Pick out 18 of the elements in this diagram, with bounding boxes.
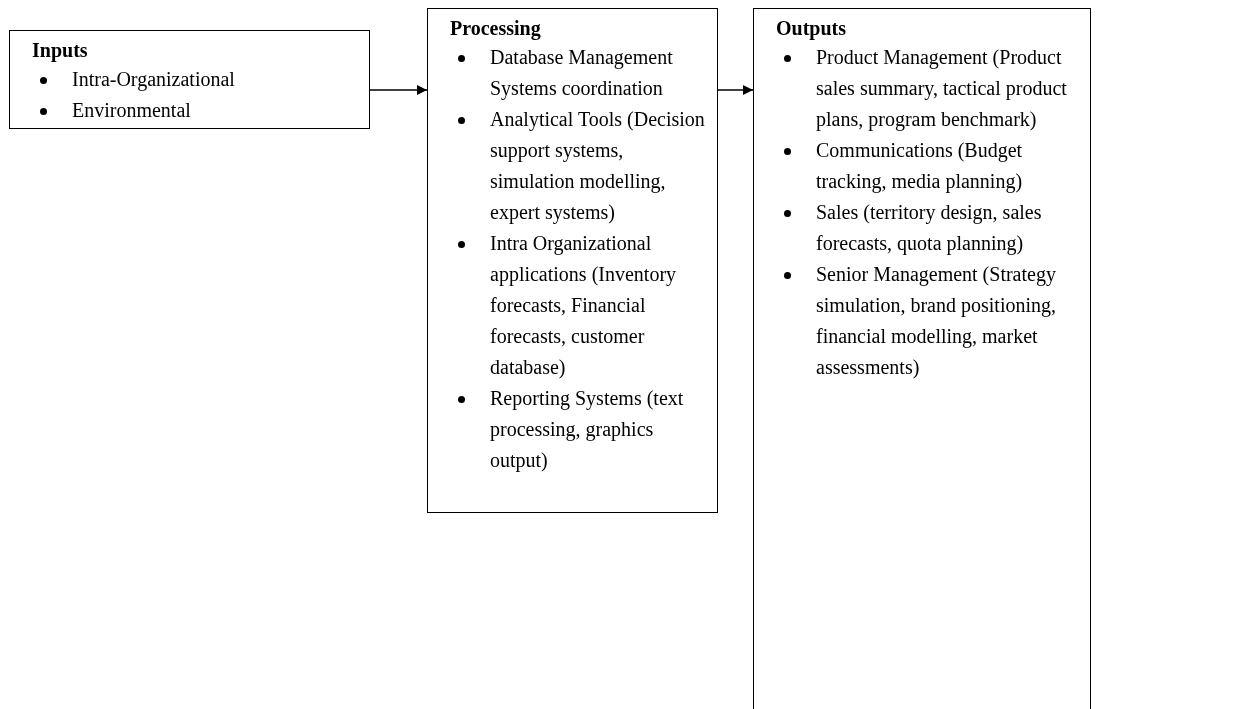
process-box: [753, 8, 1091, 709]
list-item: Database Management Systems coordination: [490, 46, 673, 99]
list-item: Sales (territory design, sales forecasts, quota planning): [816, 201, 1042, 254]
arrow: [369, 85, 428, 95]
process-box: [9, 30, 370, 129]
list-item: Intra Organizational applications (Inventory forecasts, Financial forecasts, customer database): [490, 232, 677, 378]
box-heading: Processing: [450, 16, 541, 42]
list-item: Environmental: [72, 99, 191, 121]
process-box: [427, 8, 718, 513]
list-item: Product Management (Product sales summary, tactical product plans, program benchmark): [816, 46, 1067, 130]
list-item: Communications (Budget tracking, media planning): [816, 139, 1023, 192]
box-heading: Inputs: [32, 38, 88, 64]
list-item: Intra-Organizational: [72, 68, 235, 90]
list-item: Senior Management (Strategy simulation, brand positioning, financial modelling, market assessments): [816, 263, 1056, 378]
box-heading: Outputs: [776, 16, 847, 42]
arrow: [717, 85, 754, 95]
list-item: Analytical Tools (Decision support systems, simulation modelling, expert systems): [490, 108, 705, 223]
list-item: Reporting Systems (text processing, graphics output): [490, 387, 684, 471]
